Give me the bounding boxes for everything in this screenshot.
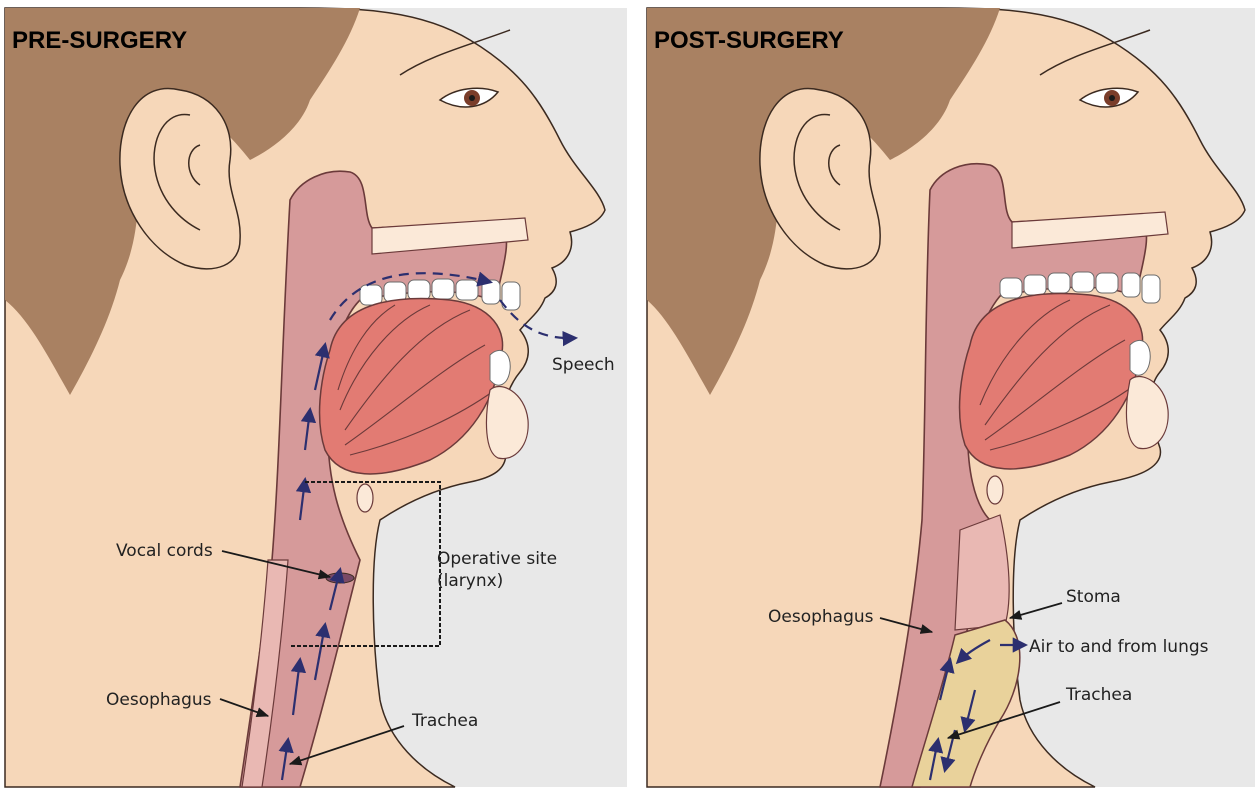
operative-site-label: Operative site bbox=[437, 549, 557, 569]
speech-label: Speech bbox=[552, 355, 615, 375]
trachea-label-pre: Trachea bbox=[411, 711, 478, 731]
pre-surgery-panel: PRE-SURGERY Speech Vocal cords Operative… bbox=[5, 8, 627, 787]
oesophagus-label-pre: Oesophagus bbox=[106, 690, 212, 710]
lower-teeth-post bbox=[1130, 340, 1150, 375]
pre-surgery-title: PRE-SURGERY bbox=[12, 27, 187, 54]
trachea-label-post: Trachea bbox=[1065, 685, 1132, 705]
stoma-label: Stoma bbox=[1066, 587, 1121, 607]
post-surgery-panel: POST-SURGERY Stoma Oesophagus Air to and… bbox=[647, 8, 1255, 787]
operative-site-sublabel: (larynx) bbox=[437, 571, 503, 591]
post-surgery-title: POST-SURGERY bbox=[654, 27, 844, 54]
oesophagus-label-post: Oesophagus bbox=[768, 607, 874, 627]
air-label: Air to and from lungs bbox=[1029, 637, 1209, 657]
lower-teeth bbox=[490, 350, 510, 385]
hyoid-post bbox=[987, 476, 1003, 504]
vocal-cords-label: Vocal cords bbox=[116, 541, 213, 561]
hyoid bbox=[357, 484, 373, 512]
neopharynx-post bbox=[955, 515, 1009, 630]
